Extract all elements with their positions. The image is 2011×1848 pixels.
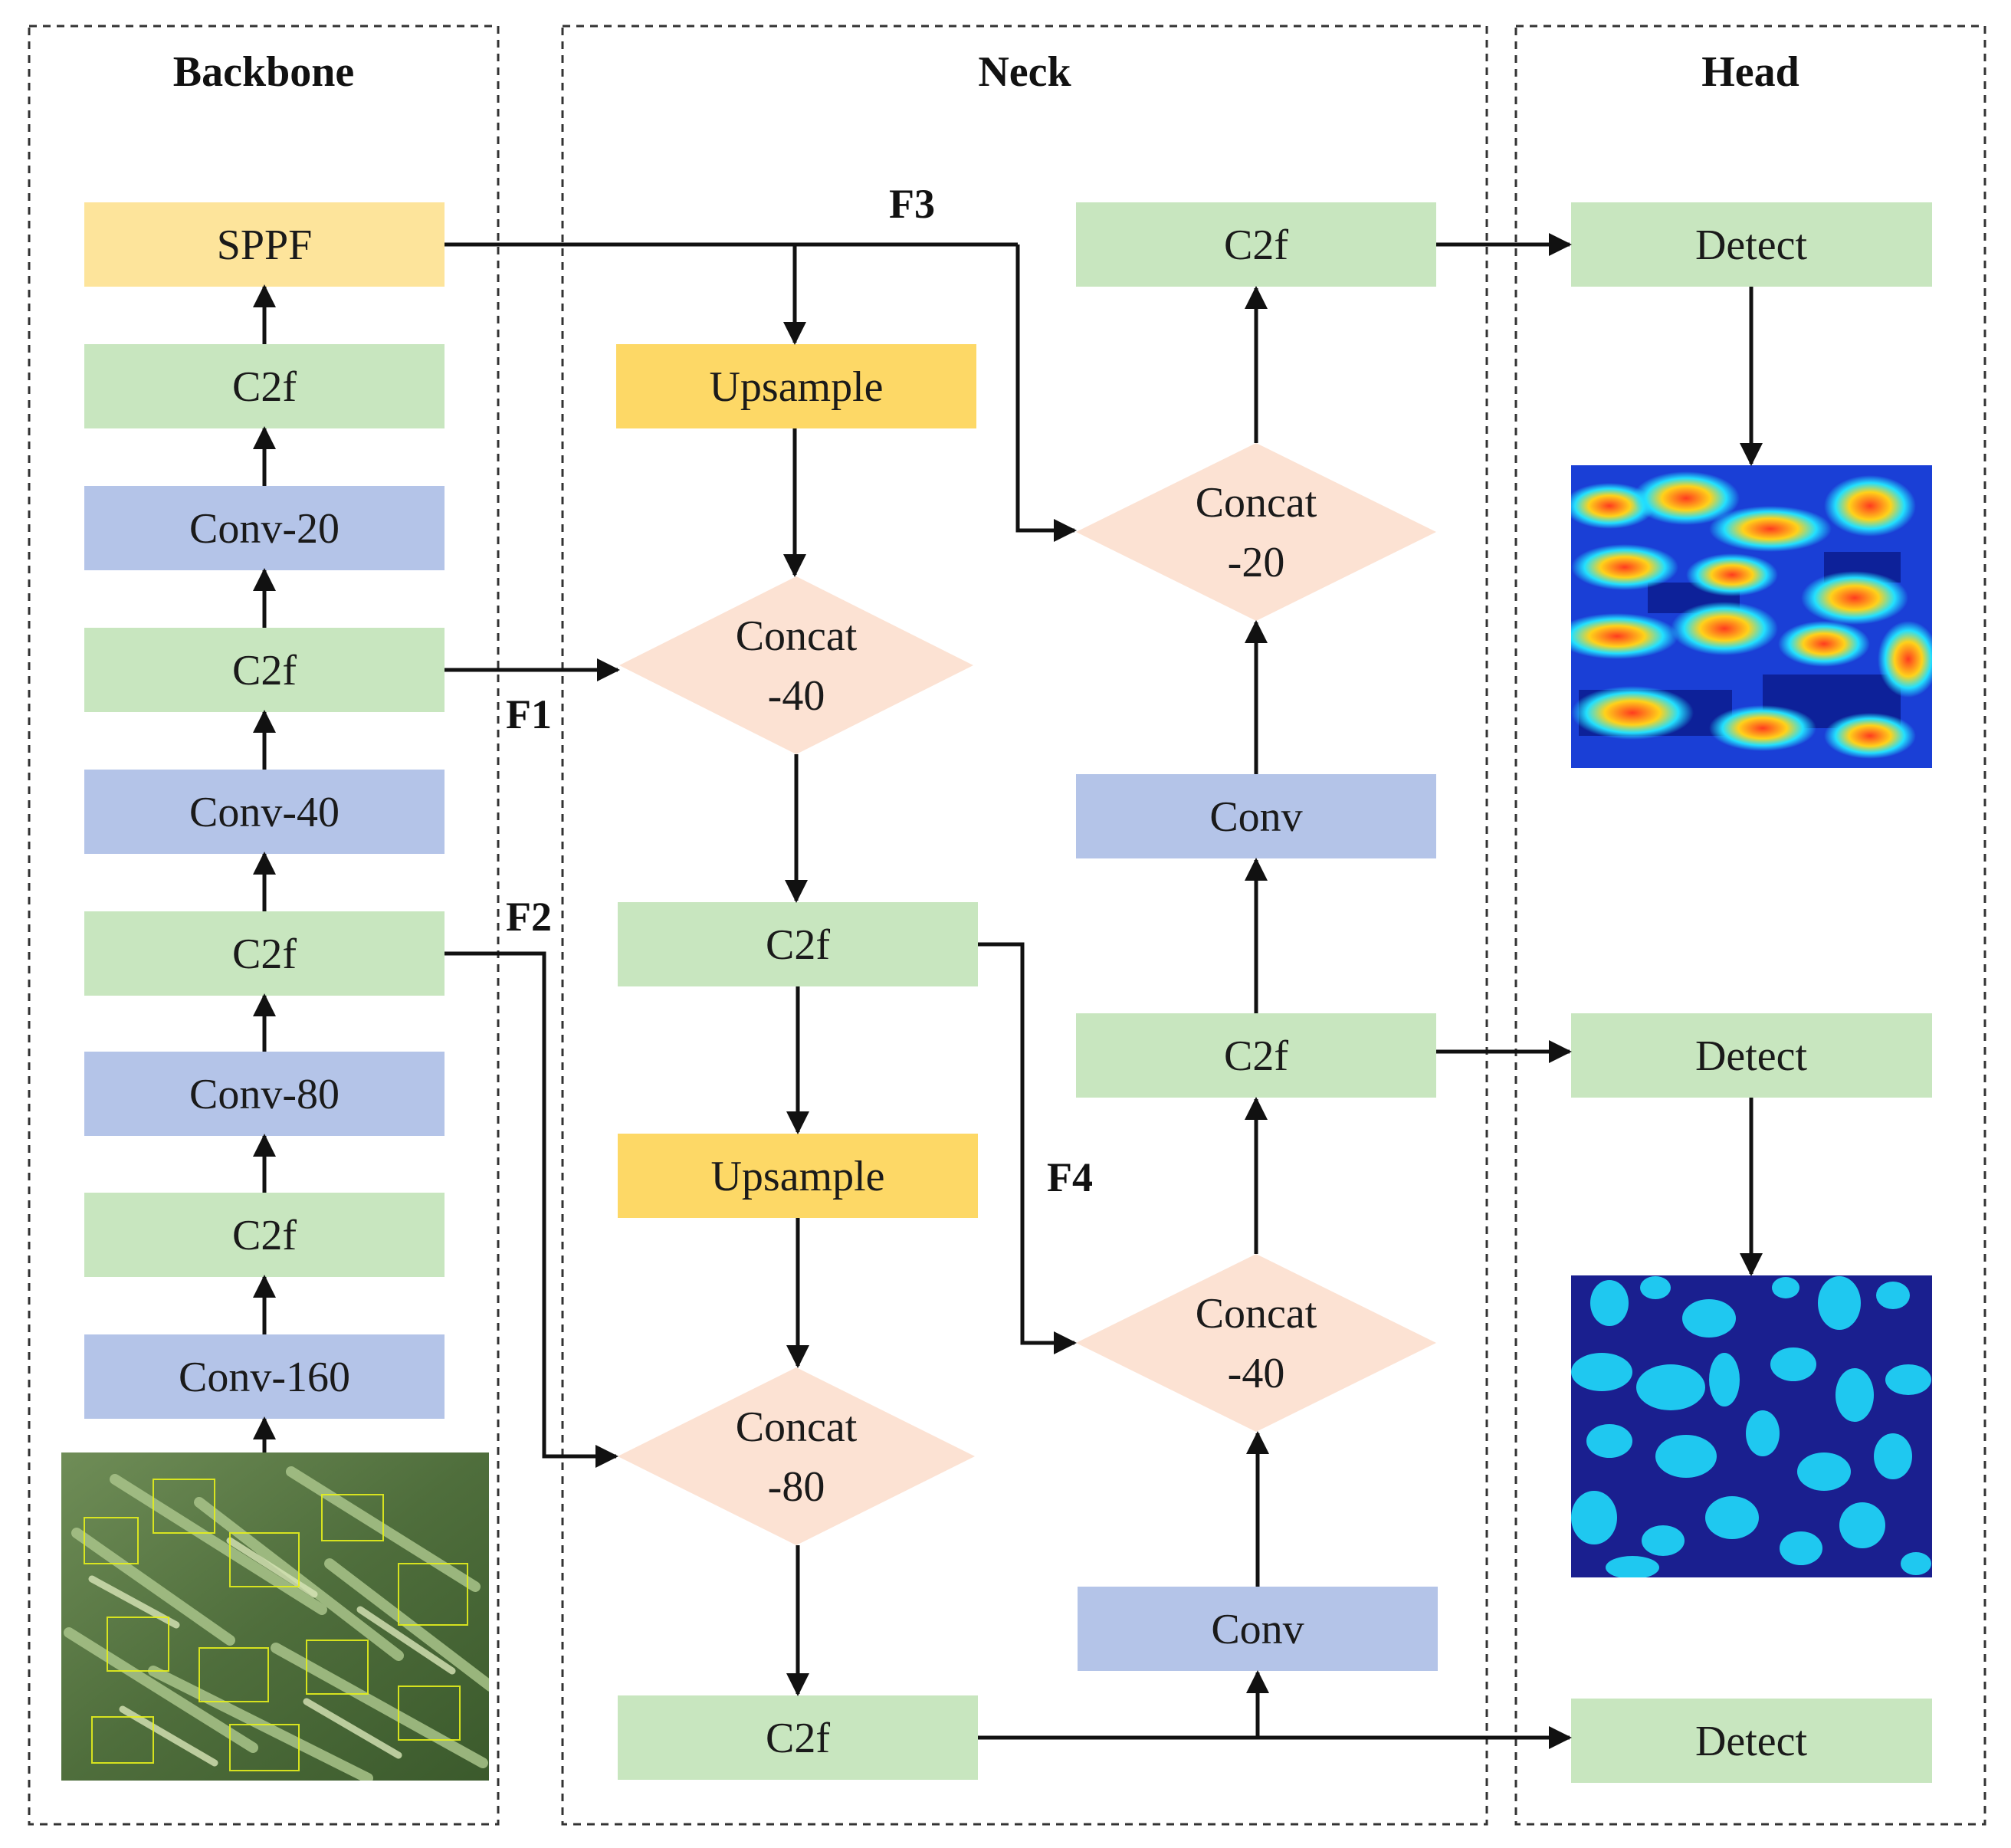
output-mask-image: [1571, 1275, 1932, 1577]
backbone-c2f-node-2: C2f: [84, 628, 445, 712]
input-wheat-image: [61, 1452, 489, 1781]
feature-tag-f1: F1: [506, 691, 552, 737]
c2f-label: C2f: [1224, 222, 1288, 269]
arrows: [253, 233, 1763, 1749]
conv-label: Conv: [1211, 1606, 1304, 1653]
backbone-sppf-node: SPPF: [84, 202, 445, 287]
conv-160-label: Conv-160: [179, 1354, 350, 1401]
neck-conv-node-right-mid: Conv: [1076, 774, 1436, 858]
concat-size-label: -40: [1228, 1350, 1285, 1397]
backbone-conv-160-node: Conv-160: [84, 1334, 445, 1419]
detect-label: Detect: [1695, 1718, 1808, 1765]
concat-size-label: -80: [768, 1463, 825, 1511]
detect-label: Detect: [1695, 1032, 1808, 1080]
neck-c2f-node-right-mid: C2f: [1076, 1013, 1436, 1098]
backbone-conv-20-node: Conv-20: [84, 486, 445, 570]
backbone-conv-40-node: Conv-40: [84, 770, 445, 854]
neck-upsample-node-1: Upsample: [616, 344, 976, 428]
c2f-label: C2f: [766, 921, 830, 969]
upsample-label: Upsample: [710, 1153, 884, 1200]
feature-tag-f2: F2: [506, 894, 552, 940]
neck-c2f-node-right-top: C2f: [1076, 202, 1436, 287]
backbone-c2f-node-1: C2f: [84, 344, 445, 428]
feature-tag-f4: F4: [1047, 1154, 1093, 1200]
neck-upsample-node-2: Upsample: [618, 1134, 978, 1218]
backbone-c2f-node-3: C2f: [84, 911, 445, 996]
sppf-label: SPPF: [217, 222, 313, 269]
neck-concat-80-node: Concat -80: [618, 1367, 975, 1545]
neck-concat-40-node-top: Concat -40: [619, 576, 973, 754]
neck-concat-40-node-right: Concat -40: [1076, 1254, 1436, 1432]
neck-frame: [561, 25, 1488, 1826]
backbone-conv-80-node: Conv-80: [84, 1052, 445, 1136]
neck-conv-node-right-bottom: Conv: [1078, 1587, 1438, 1671]
output-heatmap-image: [1571, 465, 1932, 768]
neck-concat-20-node: Concat -20: [1076, 443, 1436, 621]
concat-label: Concat: [1196, 479, 1317, 527]
head-frame: [1514, 25, 1986, 1826]
conv-80-label: Conv-80: [189, 1071, 340, 1118]
head-detect-node-3: Detect: [1571, 1699, 1932, 1783]
concat-label: Concat: [736, 612, 858, 660]
neck-title: Neck: [978, 48, 1071, 96]
conv-20-label: Conv-20: [189, 505, 340, 553]
c2f-label: C2f: [1224, 1032, 1288, 1080]
upsample-label: Upsample: [709, 363, 883, 411]
neck-c2f-node-bottom: C2f: [618, 1695, 978, 1780]
backbone-c2f-node-4: C2f: [84, 1193, 445, 1277]
c2f-label: C2f: [232, 1212, 297, 1259]
feature-tag-f3: F3: [889, 181, 935, 227]
head-detect-node-1: Detect: [1571, 202, 1932, 287]
conv-label: Conv: [1209, 793, 1302, 841]
head-detect-node-2: Detect: [1571, 1013, 1932, 1098]
c2f-label: C2f: [232, 931, 297, 978]
backbone-title: Backbone: [173, 48, 355, 96]
concat-label: Concat: [1196, 1290, 1317, 1338]
head-title: Head: [1701, 48, 1799, 96]
concat-label: Concat: [736, 1403, 858, 1451]
conv-40-label: Conv-40: [189, 789, 340, 836]
neck-c2f-node-mid: C2f: [618, 902, 978, 986]
concat-size-label: -20: [1228, 539, 1285, 586]
c2f-label: C2f: [766, 1715, 830, 1762]
c2f-label: C2f: [232, 363, 297, 411]
concat-size-label: -40: [768, 672, 825, 720]
c2f-label: C2f: [232, 647, 297, 694]
detect-label: Detect: [1695, 222, 1808, 269]
backbone-frame: [28, 25, 500, 1826]
